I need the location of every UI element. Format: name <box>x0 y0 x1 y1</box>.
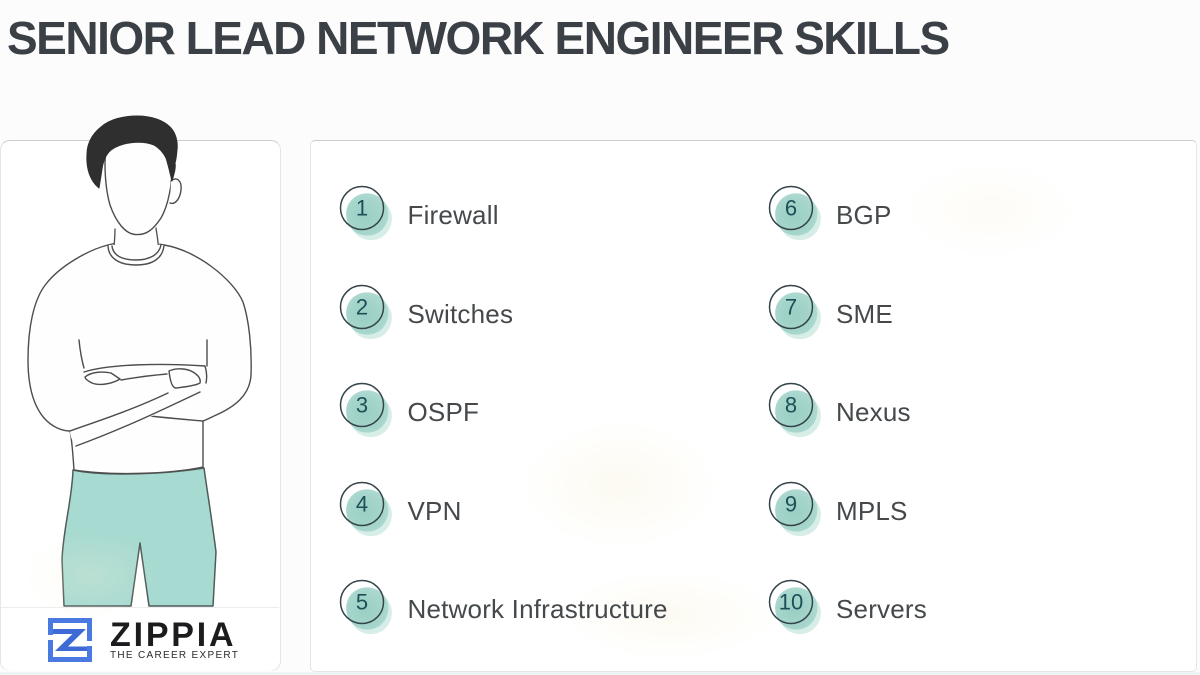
svg-text:6: 6 <box>784 196 796 221</box>
svg-text:4: 4 <box>355 491 367 516</box>
svg-text:3: 3 <box>355 393 367 418</box>
svg-text:7: 7 <box>784 294 796 319</box>
svg-text:8: 8 <box>784 393 796 418</box>
svg-text:9: 9 <box>784 491 796 516</box>
svg-text:5: 5 <box>355 590 367 615</box>
svg-text:1: 1 <box>355 196 367 221</box>
svg-text:10: 10 <box>778 590 802 615</box>
svg-text:2: 2 <box>355 294 367 319</box>
